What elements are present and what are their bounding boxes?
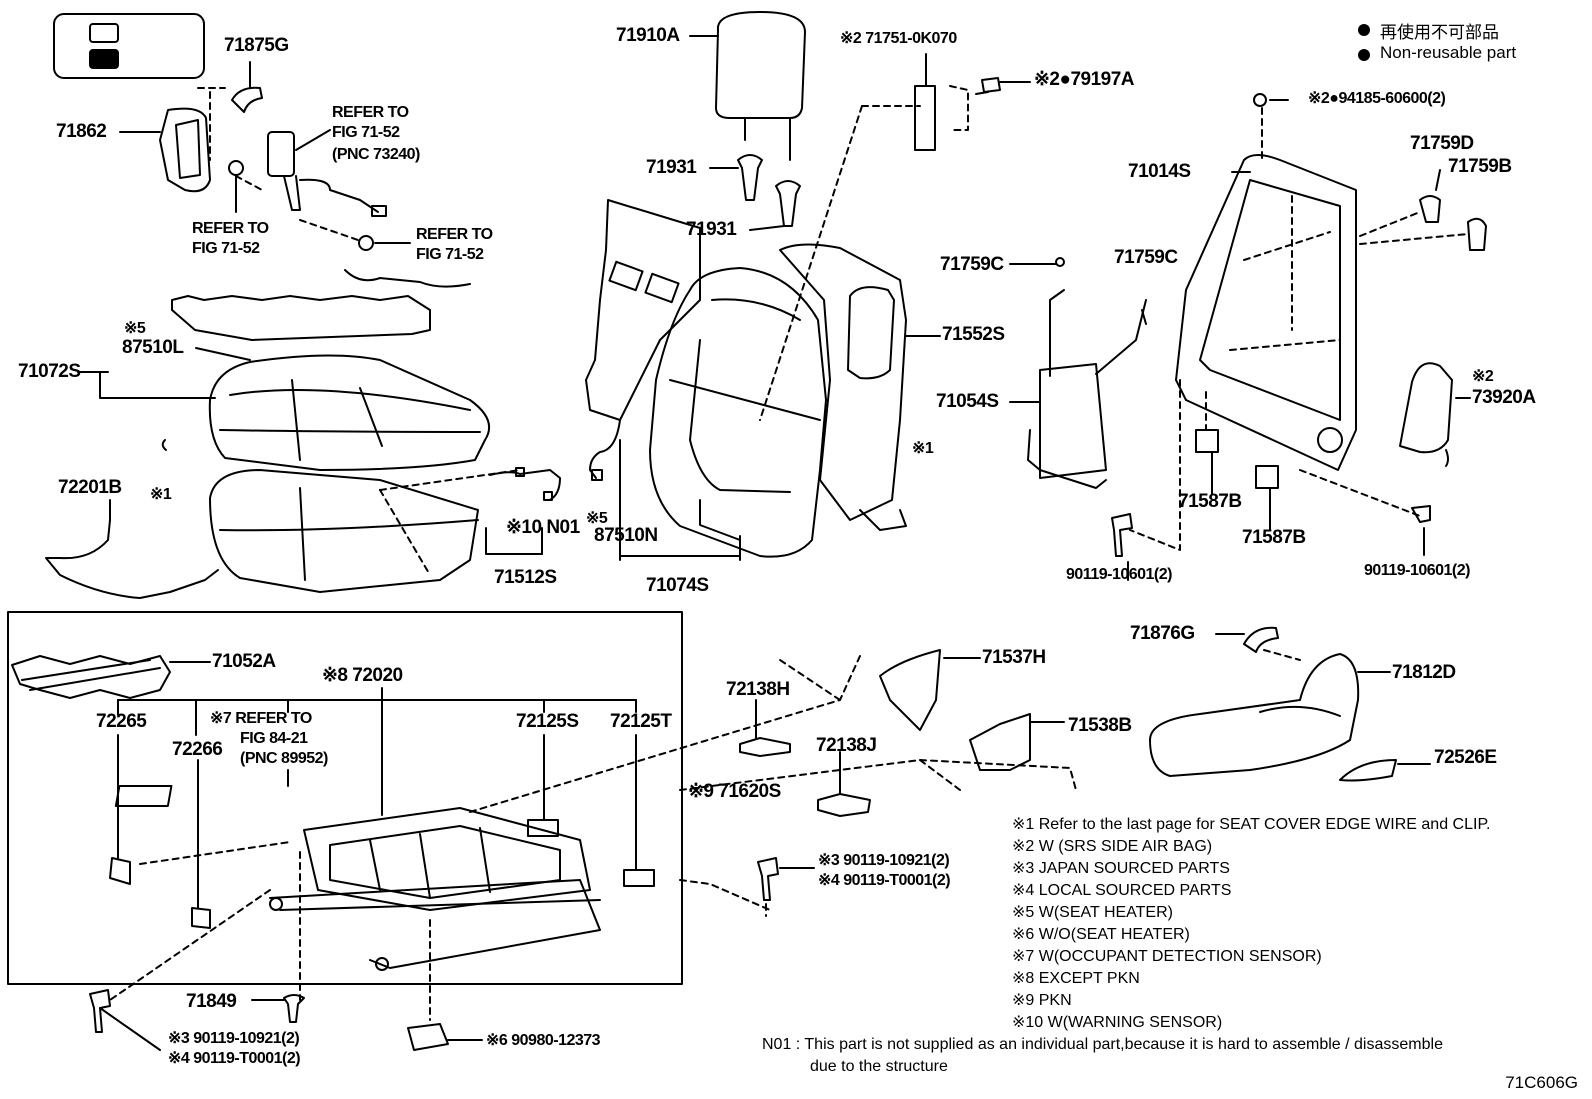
note-n01-cont: due to the structure — [810, 1058, 948, 1075]
label-note3-b: ※3 90119-10921(2) — [168, 1030, 300, 1047]
seat-adjuster-group-box — [7, 611, 683, 985]
label-refer1b: FIG 71-52 — [332, 124, 400, 141]
label-71910A: 71910A — [616, 25, 680, 46]
label-87510N: 87510N — [594, 525, 658, 546]
label-87510L-prefix: ※5 — [124, 320, 146, 337]
label-72526E: 72526E — [1434, 747, 1497, 768]
label-94185: ※2●94185-60600(2) — [1308, 90, 1446, 107]
note-3: ※3 JAPAN SOURCED PARTS — [1012, 860, 1230, 877]
label-72020: ※8 72020 — [322, 665, 403, 686]
label-90119-b: 90119-10601(2) — [1364, 562, 1470, 579]
note-6: ※6 W/O(SEAT HEATER) — [1012, 926, 1190, 943]
seatback-frame — [1175, 154, 1357, 471]
label-71072S: 71072S — [18, 361, 81, 382]
label-note1-b: ※1 — [912, 440, 934, 457]
note-n01: N01 : This part is not supplied as an in… — [762, 1036, 1443, 1053]
label-71759D: 71759D — [1410, 133, 1474, 154]
legend-jp: 再使用不可部品 — [1380, 18, 1499, 43]
label-71054S: 71054S — [936, 391, 999, 412]
label-87510L: 87510L — [122, 337, 184, 358]
label-72138H: 72138H — [726, 679, 790, 700]
note-5: ※5 W(SEAT HEATER) — [1012, 904, 1173, 921]
label-71587B-b: 71587B — [1242, 527, 1306, 548]
label-90980: ※6 90980-12373 — [486, 1032, 601, 1049]
label-71931-b: 71931 — [686, 219, 737, 240]
label-87510N-prefix: ※5 — [586, 510, 608, 527]
label-71812D: 71812D — [1392, 662, 1456, 683]
label-note3-a: ※3 90119-10921(2) — [818, 852, 950, 869]
legend-jp-text: 再使用不可部品 — [1380, 23, 1499, 42]
label-72125T: 72125T — [610, 711, 672, 732]
label-71620S: ※9 71620S — [688, 781, 781, 802]
label-72266: 72266 — [172, 739, 223, 760]
label-71537H: 71537H — [982, 647, 1046, 668]
label-71849: 71849 — [186, 991, 237, 1012]
seatback — [649, 267, 827, 558]
label-71552S: 71552S — [942, 324, 1005, 345]
note-10: ※10 W(WARNING SENSOR) — [1012, 1014, 1223, 1031]
note-2: ※2 W (SRS SIDE AIR BAG) — [1012, 838, 1213, 855]
label-90119-a: 90119-10601(2) — [1066, 566, 1172, 583]
label-71538B: 71538B — [1068, 715, 1132, 736]
label-71931-a: 71931 — [646, 157, 697, 178]
label-71074S: 71074S — [646, 575, 709, 596]
label-79197A: ※2●79197A — [1034, 69, 1135, 90]
label-71014S: 71014S — [1128, 161, 1191, 182]
label-note4-a: ※4 90119-T0001(2) — [818, 872, 951, 889]
label-refer4: ※7 REFER TO — [210, 710, 312, 727]
cover-71862 — [159, 107, 211, 193]
label-note4-b: ※4 90119-T0001(2) — [168, 1050, 301, 1067]
label-73920A-prefix: ※2 — [1472, 368, 1494, 385]
label-n01: ※10 N01 — [506, 517, 580, 538]
note-7: ※7 W(OCCUPANT DETECTION SENSOR) — [1012, 948, 1322, 965]
label-refer1: REFER TO — [332, 104, 409, 121]
label-72138J: 72138J — [816, 735, 877, 756]
label-refer4c: (PNC 89952) — [240, 750, 328, 767]
label-refer1c: (PNC 73240) — [332, 146, 420, 163]
label-72265: 72265 — [96, 711, 147, 732]
label-71862: 71862 — [56, 121, 107, 142]
note-4: ※4 LOCAL SOURCED PARTS — [1012, 882, 1232, 899]
seat-cushion — [208, 354, 490, 471]
label-refer4b: FIG 84-21 — [240, 730, 308, 747]
label-71875G: 71875G — [224, 35, 289, 56]
seat-position-indicator — [53, 13, 205, 79]
label-71751: ※2 71751-0K070 — [840, 30, 957, 47]
label-72125S: 72125S — [516, 711, 579, 732]
label-73920A: 73920A — [1472, 387, 1536, 408]
label-71759C-a: 71759C — [940, 254, 1004, 275]
legend-en-text: Non-reusable part — [1380, 43, 1517, 62]
label-71759C-b: 71759C — [1114, 247, 1178, 268]
label-72201B: 72201B — [58, 477, 122, 498]
label-71587B-a: 71587B — [1178, 491, 1242, 512]
side-shield — [1149, 653, 1360, 777]
label-71876G: 71876G — [1130, 623, 1195, 644]
headrest — [715, 11, 806, 119]
note-9: ※9 PKN — [1012, 992, 1072, 1009]
note-1: ※1 Refer to the last page for SEAT COVER… — [1012, 816, 1491, 833]
label-refer3b: FIG 71-52 — [416, 246, 484, 263]
label-refer3: REFER TO — [416, 226, 493, 243]
note-8: ※8 EXCEPT PKN — [1012, 970, 1140, 987]
legend-en: Non-reusable part — [1380, 43, 1516, 63]
label-71759B: 71759B — [1448, 156, 1512, 177]
diagram-code: 71C606G — [1505, 1073, 1578, 1092]
label-71052A: 71052A — [212, 651, 276, 672]
label-refer2: REFER TO — [192, 220, 269, 237]
label-refer2b: FIG 71-52 — [192, 240, 260, 257]
label-note1-a: ※1 — [150, 486, 172, 503]
label-71512S: 71512S — [494, 567, 557, 588]
